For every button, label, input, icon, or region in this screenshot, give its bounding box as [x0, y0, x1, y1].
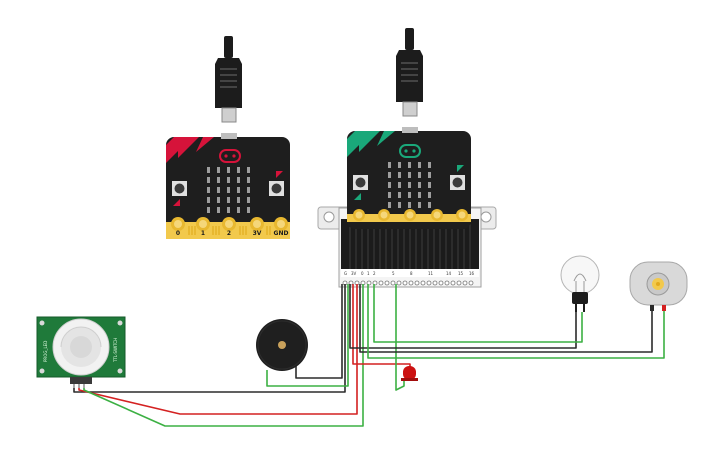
- microbit-right[interactable]: [347, 127, 471, 229]
- wire-green-pir: [83, 284, 364, 427]
- edge-pin-label: 1: [201, 230, 205, 237]
- breakout-pin-label: 0: [361, 271, 364, 276]
- edge-pin-0[interactable]: 0: [171, 217, 185, 237]
- breakout-pin-label: 14: [446, 271, 452, 276]
- lightbulb-icon: [560, 255, 600, 295]
- breakout-pin-label: 15: [458, 271, 464, 276]
- button-a[interactable]: [353, 175, 368, 200]
- dc-motor[interactable]: [629, 261, 688, 311]
- button-b[interactable]: [450, 165, 465, 190]
- breakout-pin-label: G: [344, 271, 347, 276]
- buzzer[interactable]: [256, 319, 308, 371]
- logo-touch-icon: [219, 149, 241, 163]
- breakout-pin-label: 2: [373, 271, 376, 276]
- edge-pins: [353, 209, 468, 221]
- edge-pin-2[interactable]: 2: [222, 217, 236, 237]
- edge-pin-label: GND: [274, 230, 289, 237]
- led-icon: [403, 366, 416, 380]
- pir-sensor[interactable]: PROG_LED TTL-SWITCH: [36, 316, 126, 388]
- led-matrix: [207, 167, 250, 213]
- usb-cable-right: [396, 28, 423, 117]
- breakout-header-pins: [342, 280, 474, 286]
- pir-label-left: PROG_LED: [43, 341, 48, 362]
- button-b[interactable]: [269, 171, 284, 196]
- wire-black-motor: [359, 284, 653, 353]
- button-a[interactable]: [172, 181, 187, 206]
- breakout-pin-label: 11: [428, 271, 434, 276]
- led-matrix: [388, 162, 431, 208]
- breakout-pin-label: 3V: [351, 271, 357, 276]
- edge-pin-label: 2: [227, 230, 231, 237]
- mount-hole: [323, 211, 335, 223]
- wire-green-motor: [367, 284, 665, 359]
- wire-green-bulb: [373, 284, 583, 343]
- breakout-pin-label: 16: [469, 271, 475, 276]
- wire-green-buzzer: [266, 284, 349, 387]
- breakout-pin-label: 5: [392, 271, 395, 276]
- wire-black-buzzer: [295, 284, 343, 379]
- led[interactable]: [401, 366, 418, 381]
- edge-pin-3v[interactable]: 3V: [250, 217, 264, 237]
- edge-pin-label: 0: [176, 230, 180, 237]
- lightbulb[interactable]: [560, 255, 600, 312]
- edge-pin-gnd[interactable]: GND: [274, 217, 289, 237]
- usb-cable-left: [215, 36, 242, 123]
- pir-label-right: TTL-SWITCH: [113, 338, 118, 363]
- usb-port: [221, 133, 237, 139]
- wire-black-bulb: [349, 284, 577, 349]
- breakout-pin-labels: G 3V 0 1 2 5 8 11 14 15 16: [344, 271, 475, 276]
- logo-touch-icon: [399, 144, 421, 158]
- microbit-left[interactable]: 0 1 2 3V GND: [166, 133, 290, 239]
- wire-red-led: [352, 284, 411, 378]
- mount-hole: [480, 211, 492, 223]
- edge-pin-1[interactable]: 1: [196, 217, 210, 237]
- edge-pin-label: 3V: [253, 230, 262, 237]
- wire-green-led: [395, 284, 405, 391]
- breakout-pin-label: 8: [410, 271, 413, 276]
- breakout-pin-label: 1: [367, 271, 370, 276]
- usb-port: [402, 127, 418, 133]
